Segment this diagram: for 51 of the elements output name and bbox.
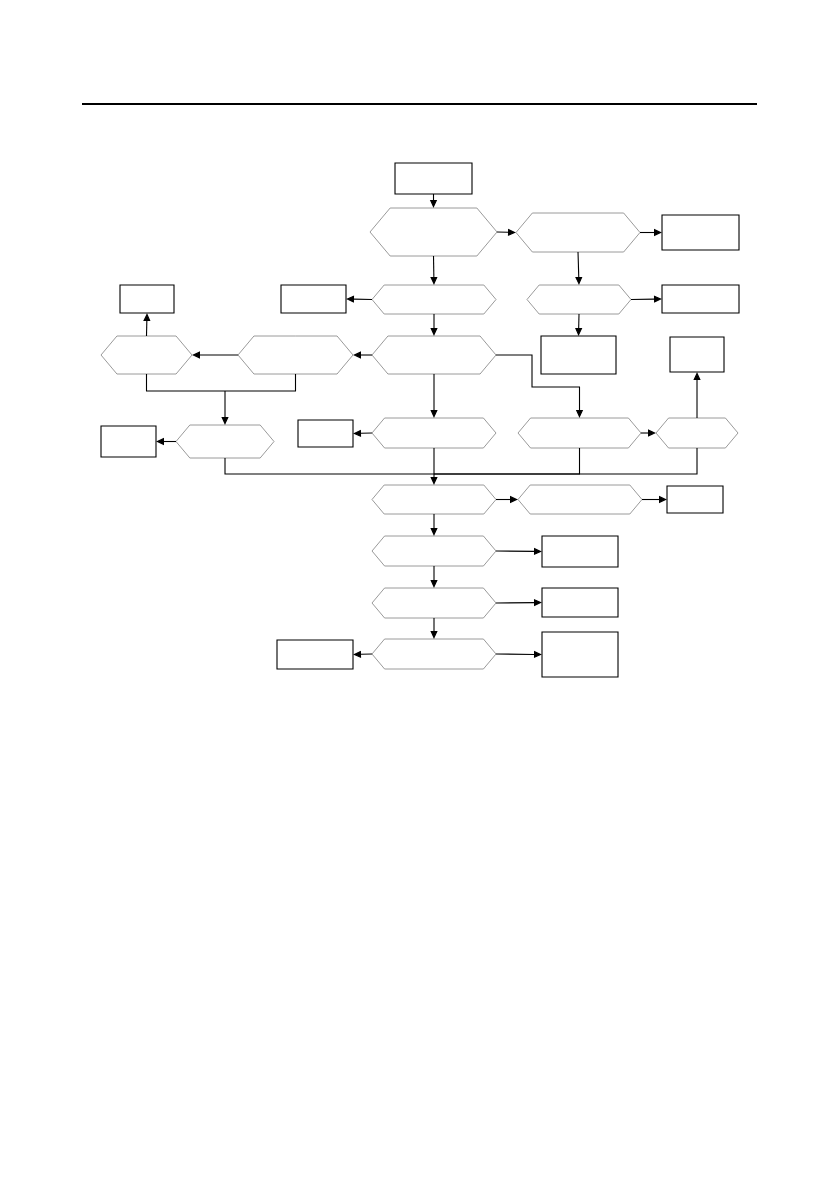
arrow [575,251,583,285]
arrow [143,313,151,337]
hexagon [175,424,275,459]
process-box [666,485,724,514]
hexagon [371,335,497,375]
arrow [630,295,662,303]
hexagon [369,207,498,257]
process-box [100,425,157,458]
arrow [224,447,698,485]
hexagon [517,484,643,515]
arrow [640,429,656,437]
hexagon [371,587,497,619]
arrow [430,513,438,536]
arrow [145,373,297,425]
hexagon [371,484,497,515]
process-box [297,419,354,448]
arrow [693,372,701,419]
process-box [280,284,347,314]
arrow [495,354,584,418]
arrow [353,650,373,658]
arrow [430,617,438,639]
process-box [669,336,725,373]
hexagon [237,335,354,375]
arrow [430,255,438,285]
arrow [346,295,373,303]
hexagon [371,638,497,670]
process-box [541,631,619,678]
hexagon [526,284,632,315]
process-box [661,214,740,251]
process-box [541,587,619,618]
arrow [192,351,239,359]
process-box [661,284,740,314]
hexagon [371,284,497,315]
arrow [430,313,438,336]
process-box [119,284,175,314]
arrow [353,351,373,359]
arrow [430,565,438,588]
process-box [541,535,619,568]
hexagon [655,417,739,449]
arrow [496,228,516,236]
hexagon [371,535,497,567]
arrow [430,373,438,418]
hexagon [100,335,193,375]
process-box [540,335,617,375]
hexagon [515,212,641,253]
process-box [276,639,354,670]
arrow [353,429,373,437]
arrow [575,313,583,336]
hexagon [371,417,497,449]
process-box [394,162,473,195]
hexagon [517,417,642,449]
